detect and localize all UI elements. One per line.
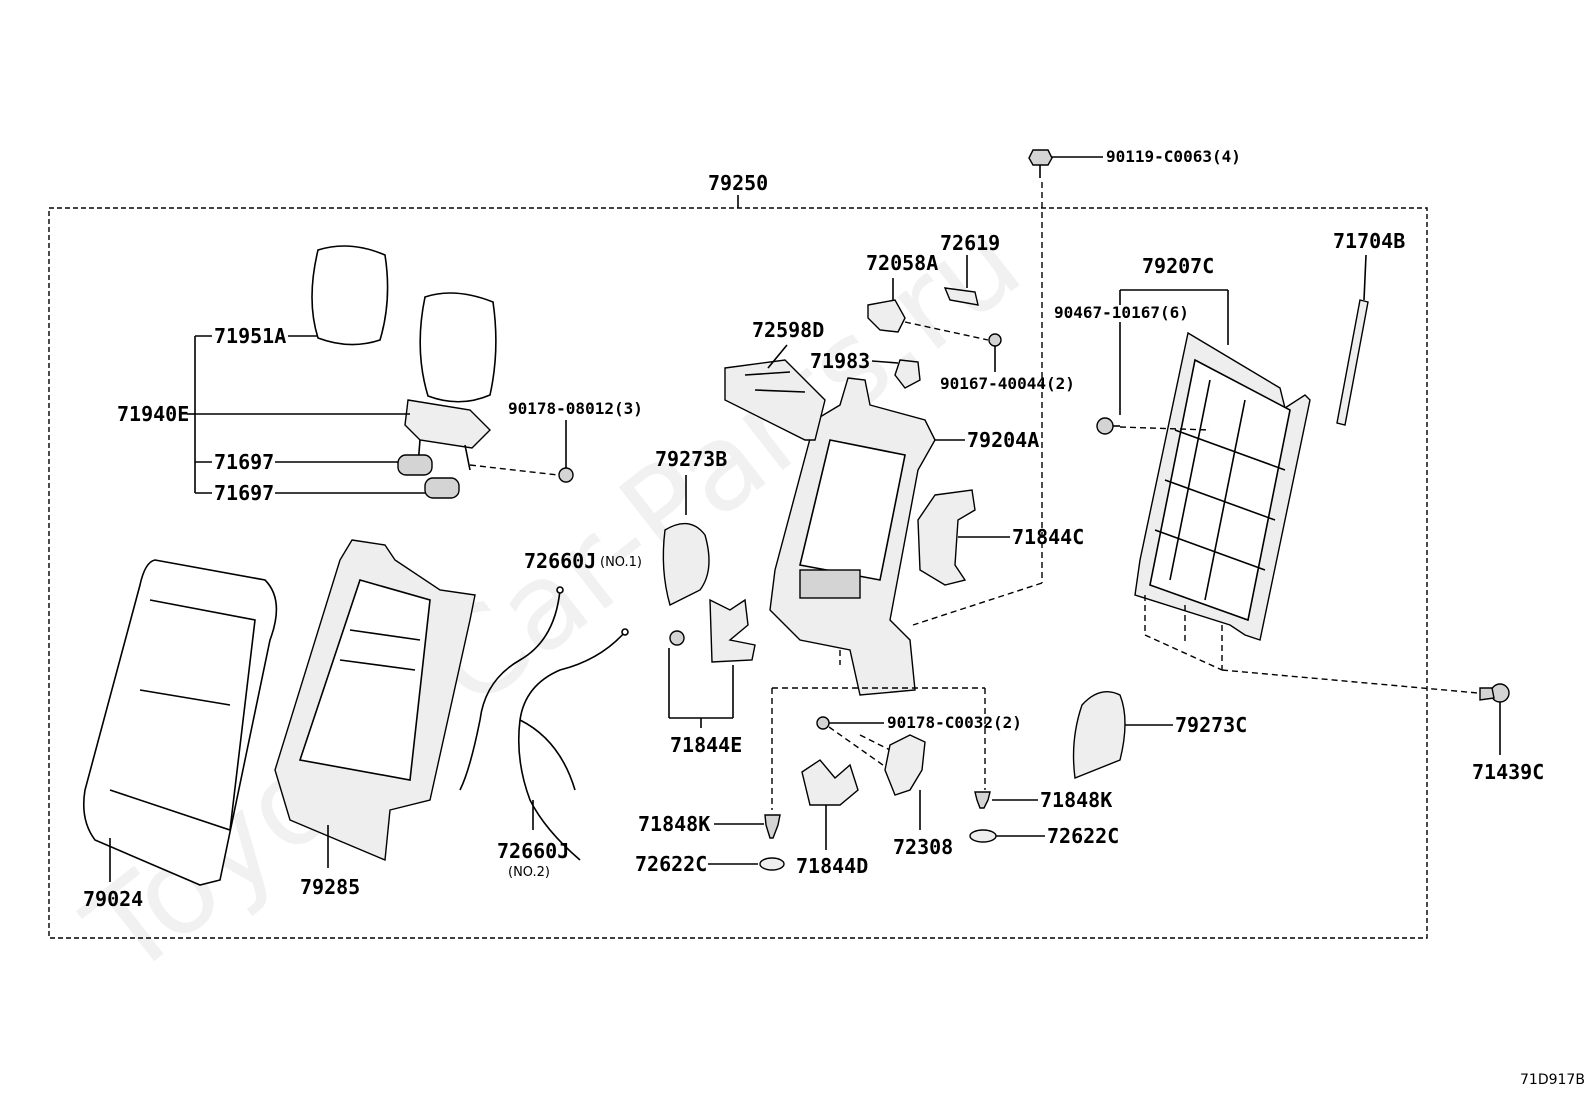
clip-71983-illustration: [894, 359, 921, 389]
part-label-71940E[interactable]: 71940E: [117, 402, 189, 426]
part-label-79273C[interactable]: 79273C: [1175, 713, 1247, 737]
cover-71844C-illustration: [917, 489, 976, 586]
part-note-72660J-no2: (NO.2): [508, 865, 550, 880]
screw-90167-40044-icon: [988, 333, 1002, 347]
clip-71848K-a-icon: [764, 814, 781, 839]
part-label-72622C-b[interactable]: 72622C: [1047, 824, 1119, 848]
part-label-90178-C0032[interactable]: 90178-C0032(2): [887, 713, 1022, 732]
part-label-79250[interactable]: 79250: [708, 171, 768, 195]
garnish-71704B-illustration: [1336, 299, 1369, 426]
part-label-79273B[interactable]: 79273B: [655, 447, 727, 471]
clip-90467-10167-icon: [1096, 417, 1120, 435]
seatback-cover-illustration: [82, 559, 278, 886]
part-label-71848K-b[interactable]: 71848K: [1040, 788, 1112, 812]
part-label-79204A[interactable]: 79204A: [967, 428, 1039, 452]
cover-79273C-illustration: [1072, 691, 1126, 779]
part-label-71983[interactable]: 71983: [810, 349, 870, 373]
wire-harness-illustration: [459, 586, 629, 861]
part-label-71848K-a[interactable]: 71848K: [638, 812, 710, 836]
part-label-71844E[interactable]: 71844E: [670, 733, 742, 757]
cover-79273B-illustration: [662, 522, 710, 607]
part-label-79207C[interactable]: 79207C: [1142, 254, 1214, 278]
part-label-72660J-no2[interactable]: 72660J: [497, 839, 569, 863]
part-label-90467-10167[interactable]: 90467-10167(6): [1054, 303, 1189, 322]
diagram-code: 71D917B: [1520, 1072, 1585, 1088]
part-label-71697-a[interactable]: 71697: [214, 450, 274, 474]
seatback-frame-illustration: [769, 377, 936, 696]
headrest-illustration: [311, 245, 574, 499]
part-label-71704B[interactable]: 71704B: [1333, 229, 1405, 253]
bolt-90119-C0063-icon: [1028, 149, 1053, 178]
part-label-79024[interactable]: 79024: [83, 887, 143, 911]
part-label-72619[interactable]: 72619: [940, 231, 1000, 255]
part-label-72058A[interactable]: 72058A: [866, 251, 938, 275]
clip-71848K-b-icon: [974, 791, 991, 809]
back-board-79207C-illustration: [1134, 331, 1311, 641]
part-label-90119-C0063[interactable]: 90119-C0063(4): [1106, 147, 1241, 166]
bracket-71844D-illustration: [801, 759, 859, 806]
bracket-72308-illustration: [884, 734, 926, 796]
part-label-79285[interactable]: 79285: [300, 875, 360, 899]
screw-90178-C0032-icon: [816, 716, 830, 730]
washer-72622C-a-icon: [759, 857, 785, 871]
clip-71439C-icon: [1479, 683, 1510, 703]
part-label-90167-40044[interactable]: 90167-40044(2): [940, 374, 1075, 393]
cover-71844E-illustration: [669, 598, 756, 663]
part-label-71697-b[interactable]: 71697: [214, 481, 274, 505]
bracket-72619-illustration: [943, 287, 979, 306]
part-label-71439C[interactable]: 71439C: [1472, 760, 1544, 784]
bracket-72058A-illustration: [867, 299, 906, 333]
part-label-72308[interactable]: 72308: [893, 835, 953, 859]
part-label-71844C[interactable]: 71844C: [1012, 525, 1084, 549]
motor-72598D-illustration: [724, 359, 826, 441]
part-note-72660J-no1: (NO.1): [600, 555, 642, 570]
seatback-pad-illustration: [274, 539, 476, 862]
part-label-90178-08012[interactable]: 90178-08012(3): [508, 399, 643, 418]
part-label-71951A[interactable]: 71951A: [214, 324, 286, 348]
part-label-71844D[interactable]: 71844D: [796, 854, 868, 878]
part-label-72660J-no1[interactable]: 72660J: [524, 549, 596, 573]
part-label-72622C-a[interactable]: 72622C: [635, 852, 707, 876]
washer-72622C-b-icon: [969, 829, 997, 843]
part-label-72598D[interactable]: 72598D: [752, 318, 824, 342]
